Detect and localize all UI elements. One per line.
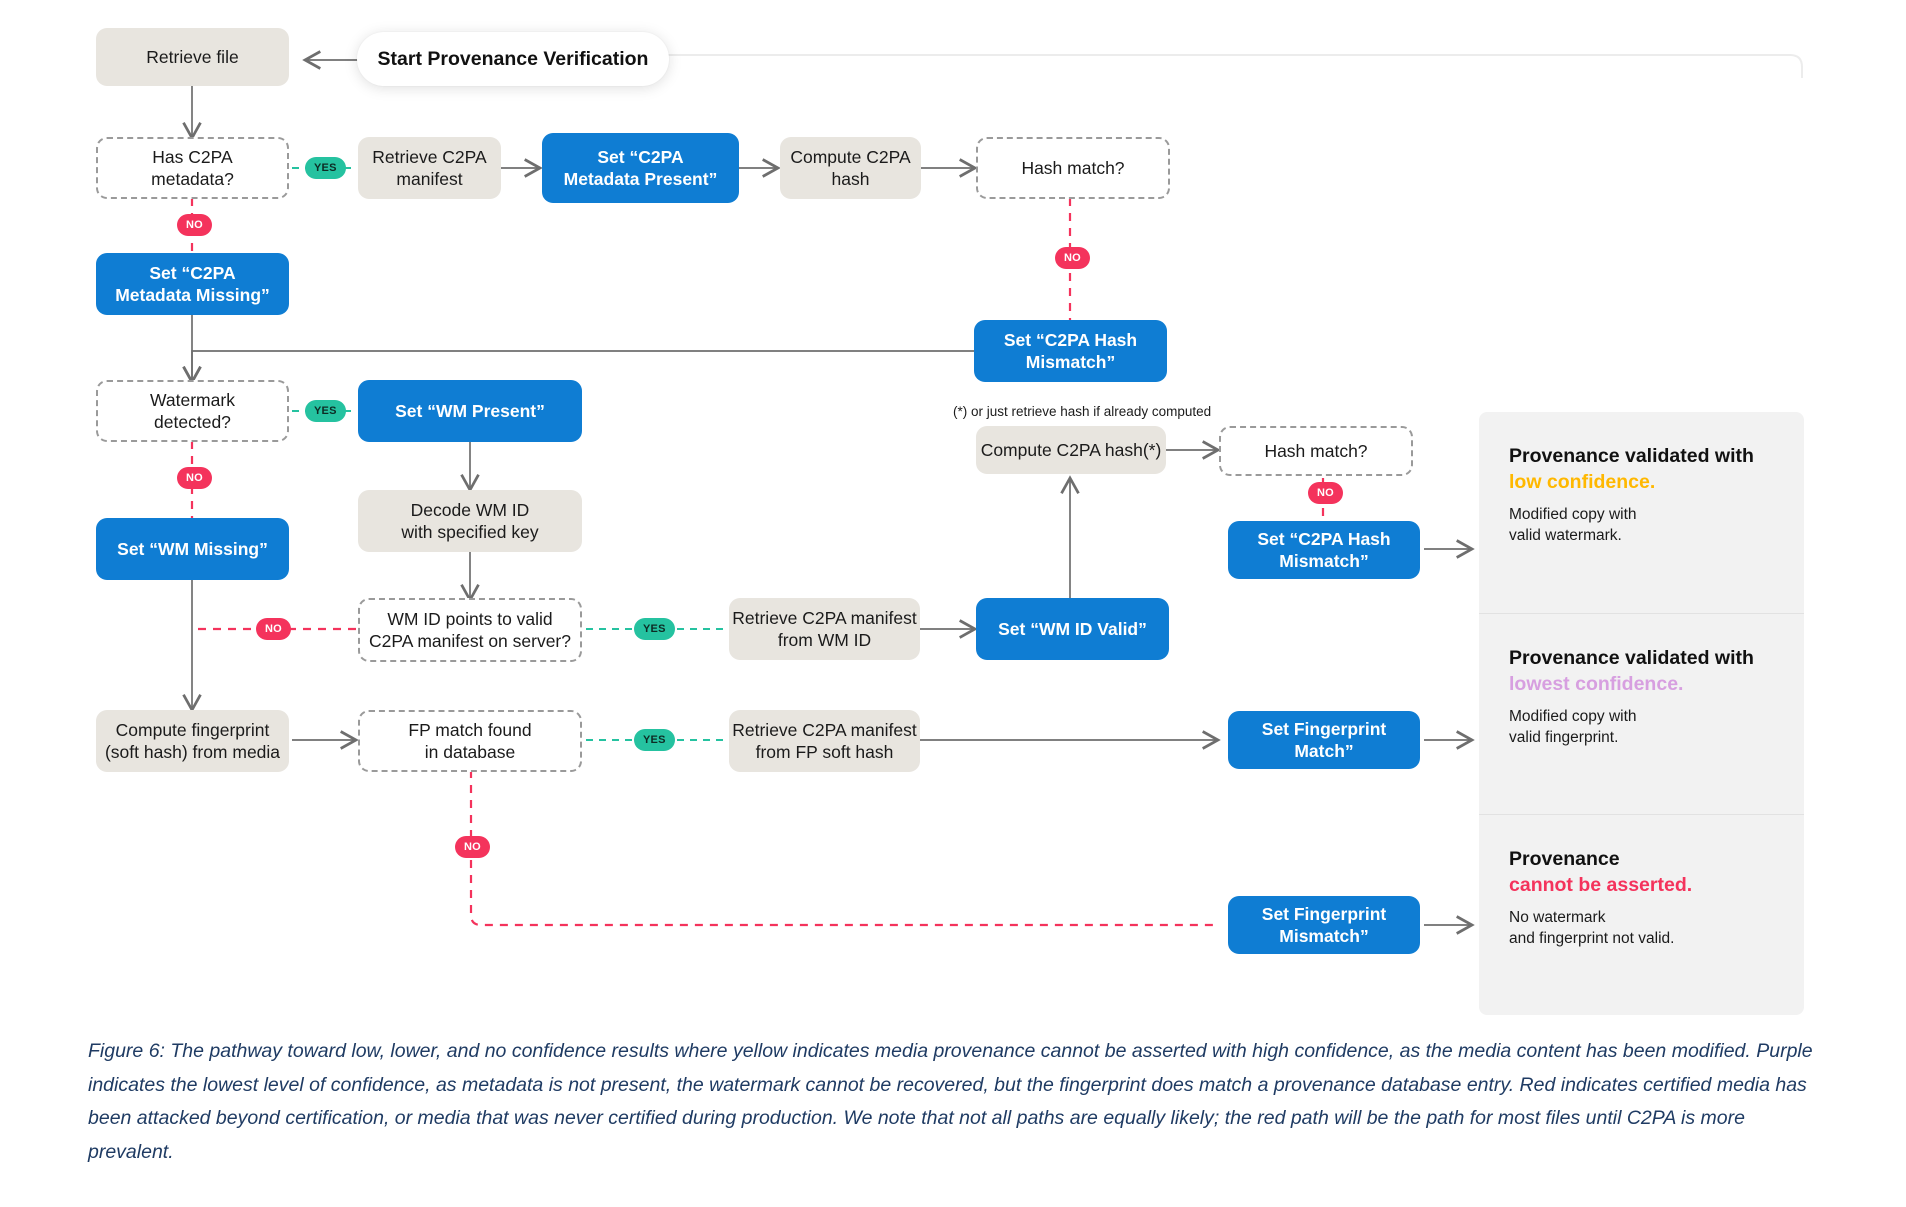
- edge-pill-yes-wm-id-points: YES: [634, 618, 675, 640]
- node-set-fingerprint-match[interactable]: Set Fingerprint Match”: [1228, 711, 1420, 769]
- result-card-lowest-confidence: Provenance validated with lowest confide…: [1479, 613, 1804, 814]
- node-set-wm-id-valid[interactable]: Set “WM ID Valid”: [976, 598, 1169, 660]
- node-set-wm-missing[interactable]: Set “WM Missing”: [96, 518, 289, 580]
- node-hash-match-mid-label: Hash match?: [1264, 440, 1368, 461]
- result-lead-none: Provenance: [1509, 848, 1620, 870]
- node-decode-wm-id[interactable]: Decode WM ID with specified key: [358, 490, 582, 552]
- result-sub-lowest: Modified copy with valid fingerprint.: [1509, 707, 1637, 746]
- node-decode-wm-id-label: Decode WM ID with specified key: [401, 499, 539, 542]
- node-set-wm-id-valid-label: Set “WM ID Valid”: [998, 618, 1147, 639]
- edge-pill-no-wm-id-points: NO: [256, 618, 291, 640]
- node-hash-match-top-label: Hash match?: [1021, 157, 1125, 178]
- node-set-c2pa-metadata-present[interactable]: Set “C2PA Metadata Present”: [542, 133, 739, 203]
- result-sub-none: No watermark and fingerprint not valid.: [1509, 908, 1675, 947]
- edge-fpmatch-no: [469, 770, 1218, 927]
- node-set-fingerprint-mismatch-label: Set Fingerprint Mismatch”: [1261, 903, 1387, 946]
- background-tab-line: [660, 54, 1803, 78]
- edge-pill-yes-fp-match: YES: [634, 729, 675, 751]
- node-watermark-detected[interactable]: Watermark detected?: [96, 380, 289, 442]
- node-retrieve-manifest-from-fp-label: Retrieve C2PA manifest from FP soft hash: [732, 719, 917, 762]
- node-fp-match-found-label: FP match found in database: [408, 719, 532, 762]
- result-sub-low: Modified copy with valid watermark.: [1509, 505, 1637, 544]
- node-set-c2pa-metadata-missing-label: Set “C2PA Metadata Missing”: [115, 262, 270, 305]
- node-compute-fingerprint-label: Compute fingerprint (soft hash) from med…: [104, 719, 281, 762]
- node-retrieve-file-label: Retrieve file: [146, 46, 239, 67]
- node-watermark-detected-label: Watermark detected?: [150, 389, 235, 432]
- node-retrieve-file[interactable]: Retrieve file: [96, 28, 289, 86]
- node-compute-c2pa-hash[interactable]: Compute C2PA hash: [780, 137, 921, 199]
- result-accent-none: cannot be asserted.: [1509, 873, 1693, 896]
- node-retrieve-c2pa-manifest[interactable]: Retrieve C2PA manifest: [358, 137, 501, 199]
- node-set-c2pa-metadata-present-label: Set “C2PA Metadata Present”: [563, 146, 718, 189]
- node-has-c2pa-metadata-label: Has C2PA metadata?: [151, 146, 234, 189]
- node-compute-c2pa-hash-star[interactable]: Compute C2PA hash(*): [976, 426, 1166, 474]
- node-retrieve-manifest-from-wm-id[interactable]: Retrieve C2PA manifest from WM ID: [729, 598, 920, 660]
- node-wm-id-points-valid-label: WM ID points to valid C2PA manifest on s…: [369, 608, 571, 651]
- node-hash-match-top[interactable]: Hash match?: [976, 137, 1170, 199]
- edge-pill-yes-watermark: YES: [305, 400, 346, 422]
- node-start-provenance-verification[interactable]: Start Provenance Verification: [357, 32, 669, 86]
- edge-pill-no-hash-match-mid: NO: [1308, 482, 1343, 504]
- node-has-c2pa-metadata[interactable]: Has C2PA metadata?: [96, 137, 289, 199]
- node-set-fingerprint-mismatch[interactable]: Set Fingerprint Mismatch”: [1228, 896, 1420, 954]
- edge-pill-no-hash-match-top: NO: [1055, 247, 1090, 269]
- node-set-c2pa-hash-mismatch-top-label: Set “C2PA Hash Mismatch”: [1003, 329, 1138, 372]
- node-compute-fingerprint[interactable]: Compute fingerprint (soft hash) from med…: [96, 710, 289, 772]
- result-card-low-confidence: Provenance validated with low confidence…: [1479, 412, 1804, 613]
- node-fp-match-found[interactable]: FP match found in database: [358, 710, 582, 772]
- node-retrieve-manifest-from-wm-id-label: Retrieve C2PA manifest from WM ID: [732, 607, 917, 650]
- edge-hashmismatchtop-to-watermark: [182, 350, 974, 385]
- results-panel: Provenance validated with low confidence…: [1479, 412, 1804, 1015]
- result-lead-low: Provenance validated with: [1509, 445, 1754, 467]
- result-lead-lowest: Provenance validated with: [1509, 647, 1754, 669]
- result-card-cannot-be-asserted: Provenance cannot be asserted. No waterm…: [1479, 814, 1804, 1015]
- result-accent-lowest: lowest confidence.: [1509, 672, 1684, 695]
- node-set-c2pa-metadata-missing[interactable]: Set “C2PA Metadata Missing”: [96, 253, 289, 315]
- node-set-wm-present-label: Set “WM Present”: [395, 400, 545, 421]
- node-set-c2pa-hash-mismatch-mid[interactable]: Set “C2PA Hash Mismatch”: [1228, 521, 1420, 579]
- edge-pill-no-watermark: NO: [177, 467, 212, 489]
- edge-pill-yes-has-c2pa: YES: [305, 157, 346, 179]
- node-set-fingerprint-match-label: Set Fingerprint Match”: [1261, 718, 1387, 761]
- node-start-label: Start Provenance Verification: [377, 47, 649, 70]
- node-compute-c2pa-hash-star-label: Compute C2PA hash(*): [980, 439, 1162, 460]
- node-retrieve-c2pa-manifest-label: Retrieve C2PA manifest: [372, 146, 487, 189]
- edge-pill-no-fp-match: NO: [455, 836, 490, 858]
- node-hash-match-mid[interactable]: Hash match?: [1219, 426, 1413, 476]
- footnote-hash-note: (*) or just retrieve hash if already com…: [953, 404, 1212, 419]
- node-retrieve-manifest-from-fp[interactable]: Retrieve C2PA manifest from FP soft hash: [729, 710, 920, 772]
- result-headline-none: Provenance cannot be asserted.: [1509, 847, 1774, 899]
- node-set-c2pa-hash-mismatch-mid-label: Set “C2PA Hash Mismatch”: [1257, 528, 1391, 571]
- edge-pill-no-has-c2pa: NO: [177, 214, 212, 236]
- node-wm-id-points-valid[interactable]: WM ID points to valid C2PA manifest on s…: [358, 598, 582, 662]
- node-compute-c2pa-hash-label: Compute C2PA hash: [790, 146, 911, 189]
- figure-caption: Figure 6: The pathway toward low, lower,…: [88, 1040, 1813, 1163]
- node-set-wm-present[interactable]: Set “WM Present”: [358, 380, 582, 442]
- result-headline-low: Provenance validated with low confidence…: [1509, 444, 1774, 496]
- result-accent-low: low confidence.: [1509, 470, 1656, 493]
- node-set-c2pa-hash-mismatch-top[interactable]: Set “C2PA Hash Mismatch”: [974, 320, 1167, 382]
- result-headline-lowest: Provenance validated with lowest confide…: [1509, 646, 1774, 698]
- node-set-wm-missing-label: Set “WM Missing”: [117, 538, 268, 559]
